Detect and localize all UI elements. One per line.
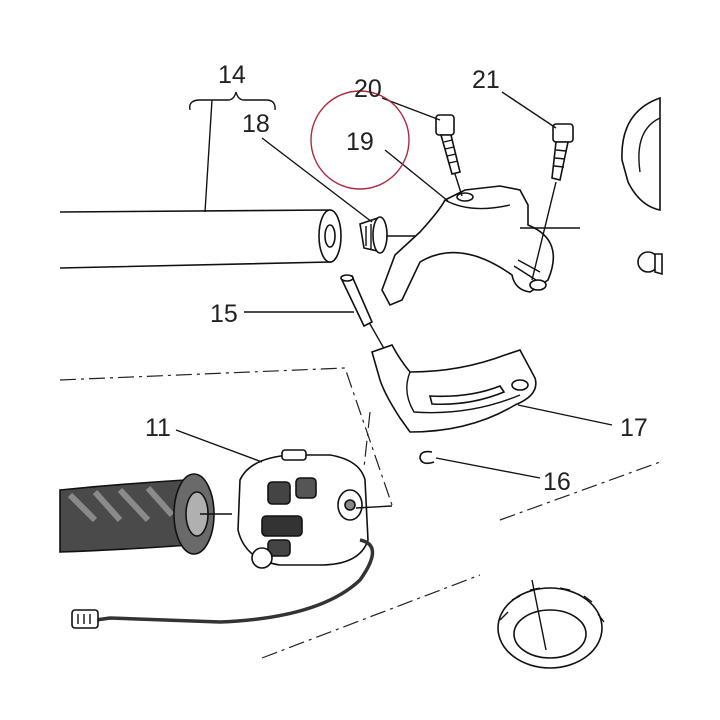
clip <box>419 450 435 465</box>
highlight-circle <box>310 90 410 190</box>
right-side-parts <box>621 96 663 276</box>
leader-18 <box>261 137 373 223</box>
screw-short <box>435 114 461 175</box>
axis-20 <box>454 173 463 197</box>
pin <box>340 274 374 328</box>
handle-grip <box>59 473 215 555</box>
callout-18: 18 <box>242 110 270 138</box>
callout-20: 20 <box>354 75 382 103</box>
screw-long <box>551 123 574 181</box>
bearing <box>497 587 605 669</box>
lower-clamp <box>371 344 537 433</box>
callout-21: 21 <box>472 66 500 94</box>
callout-11: 11 <box>145 414 171 442</box>
leader-20 <box>381 97 441 121</box>
brace-14 <box>189 91 276 111</box>
assembly-guide-lines <box>59 367 661 659</box>
handlebar-tube <box>59 209 342 269</box>
bar-end-plug <box>359 216 388 254</box>
leader-16 <box>435 457 541 479</box>
leader-14 <box>204 99 213 213</box>
callout-14: 14 <box>218 61 246 89</box>
axis-21 <box>531 181 557 281</box>
leader-17 <box>517 404 613 426</box>
upper-clamp <box>381 185 555 307</box>
leader-19 <box>384 149 449 202</box>
callout-15: 15 <box>210 300 238 328</box>
axis-switch <box>355 505 393 509</box>
callout-19: 19 <box>346 128 374 156</box>
leader-11 <box>175 429 263 463</box>
leader-21 <box>501 91 557 129</box>
callout-17: 17 <box>620 414 648 442</box>
callout-16: 16 <box>543 468 571 496</box>
axis-bearing <box>531 579 547 651</box>
switch-cable <box>71 538 375 629</box>
switch-housing <box>237 449 369 569</box>
